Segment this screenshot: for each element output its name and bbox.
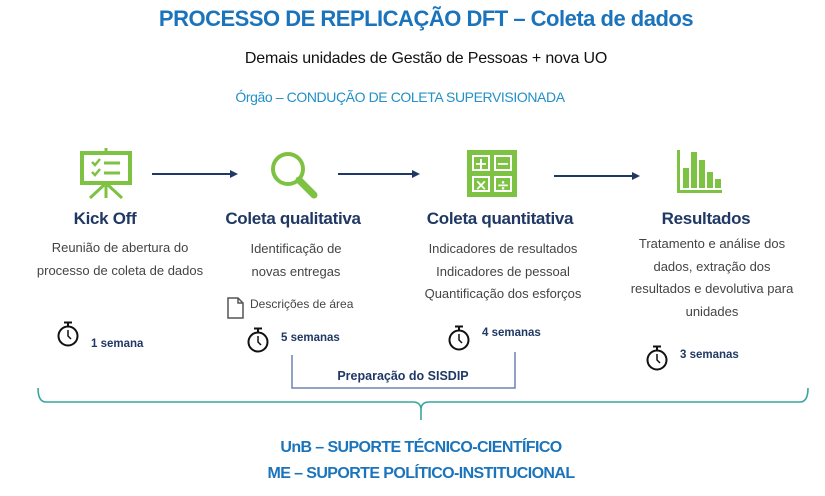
step-title-kickoff: Kick Off (73, 209, 137, 228)
tagline: Órgão – CONDUÇÃO DE COLETA SUPERVISIONAD… (235, 89, 565, 105)
desc-line: Tratamento e análise dos (638, 236, 786, 251)
area-descriptions-note: Descrições de área (250, 297, 354, 311)
stopwatch-icon (247, 327, 269, 353)
svg-text:+: + (474, 154, 487, 173)
document-icon (227, 297, 244, 319)
step-description-resultados: Tratamento e análise dos dados, extração… (631, 233, 794, 323)
footer-line-unb: UnB – SUPORTE TÉCNICO-CIENTÍFICO (280, 439, 562, 456)
subtitle: Demais unidades de Gestão de Pessoas + n… (244, 50, 608, 67)
desc-line: novas entregas (251, 263, 341, 279)
brace (37, 387, 809, 420)
step-title-resultados: Resultados (661, 209, 751, 228)
svg-text:×: × (475, 176, 488, 194)
bar-chart-icon (677, 150, 722, 193)
desc-line: Indicadores de resultados (428, 241, 578, 256)
presentation-board-icon (80, 148, 132, 200)
step-description-kickoff: Reunião de abertura do processo de colet… (37, 237, 203, 282)
desc-line: Quantificação dos esforços (424, 286, 582, 301)
desc-line: Reunião de abertura do (51, 240, 189, 255)
stopwatch-icon (57, 321, 79, 347)
duration-quantitativa: 4 semanas (482, 327, 541, 339)
duration-resultados: 3 semanas (680, 349, 739, 361)
desc-line: dados, extração dos (653, 258, 771, 274)
desc-line: unidades (685, 303, 739, 319)
sisdip-bracket (291, 352, 516, 389)
footer-line-me: ME – SUPORTE POLÍTICO-INSTITUCIONAL (267, 465, 575, 482)
step-title-qualitativa: Coleta qualitativa (225, 209, 361, 228)
step-title-quantitativa: Coleta quantitativa (426, 209, 574, 228)
sisdip-label: Preparação do SISDIP (337, 369, 469, 383)
desc-line: resultados e devolutiva para (630, 281, 794, 296)
desc-line: Indicadores de pessoal (436, 263, 570, 279)
step-description-qualitativa: Identificação de novas entregas (250, 238, 341, 283)
stopwatch-icon (448, 325, 470, 351)
desc-line: Identificação de (250, 241, 342, 256)
svg-text:÷: ÷ (497, 176, 510, 194)
svg-text:−: − (496, 154, 509, 173)
duration-qualitativa: 5 semanas (281, 332, 340, 344)
step-description-quantitativa: Indicadores de resultados Indicadores de… (425, 238, 582, 306)
duration-kickoff: 1 semana (91, 338, 144, 350)
desc-line: processo de coleta de dados (36, 262, 204, 278)
page-title: PROCESSO DE REPLICAÇÃO DFT – Coleta de d… (158, 6, 694, 31)
calculator-icon: + − × ÷ (467, 150, 517, 197)
stopwatch-icon (646, 345, 668, 371)
magnifier-icon (271, 152, 318, 199)
